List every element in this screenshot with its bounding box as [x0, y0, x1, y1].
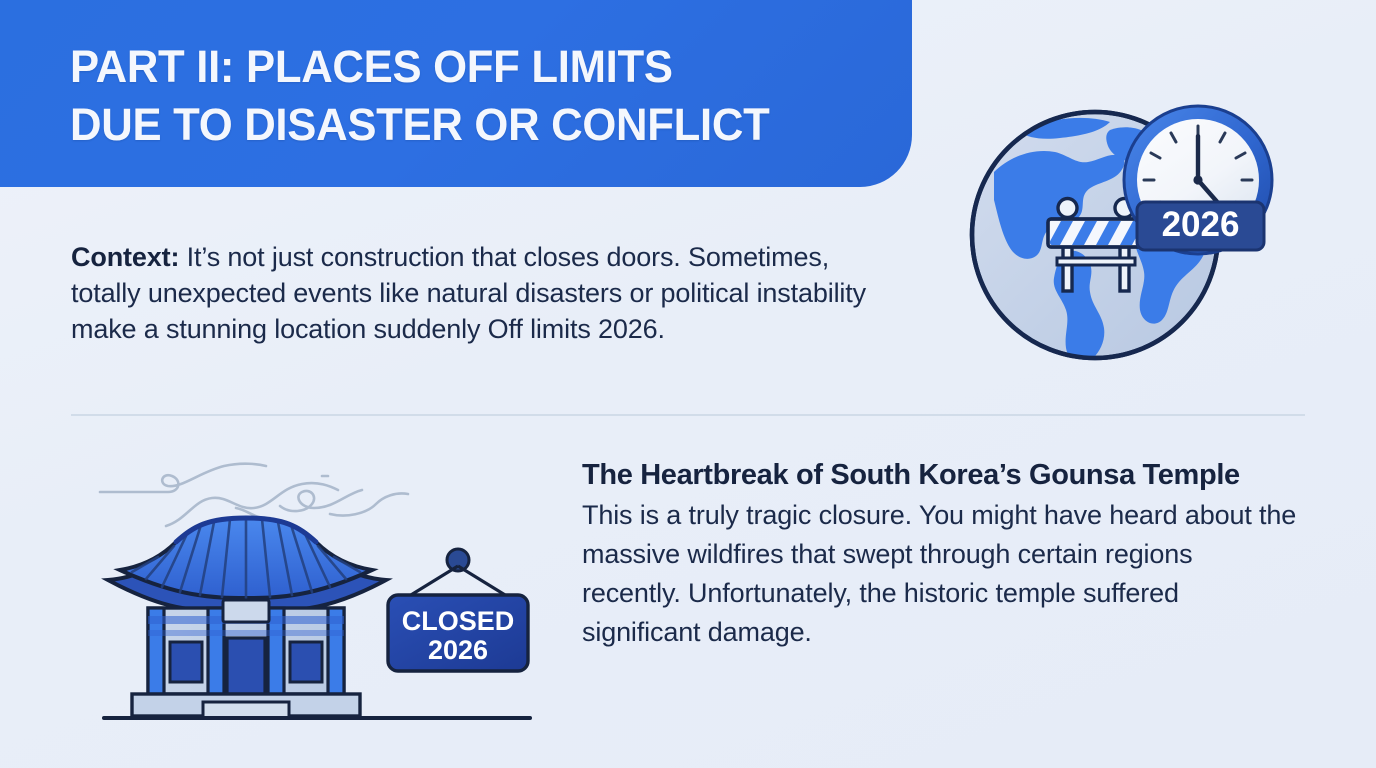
header-banner: PART II: PLACES OFF LIMITS DUE TO DISAST… — [0, 0, 912, 187]
year-badge: 2026 — [1135, 200, 1266, 252]
story-block: The Heartbreak of South Korea’s Gounsa T… — [582, 456, 1298, 652]
closed-sign-line-1: CLOSED — [402, 606, 515, 636]
context-body: It’s not just construction that closes d… — [71, 242, 866, 344]
context-label: Context: — [71, 242, 180, 272]
year-badge-label: 2026 — [1162, 205, 1240, 244]
section-divider — [71, 414, 1305, 416]
story-heading: The Heartbreak of South Korea’s Gounsa T… — [582, 459, 1240, 491]
page-title: PART II: PLACES OFF LIMITS DUE TO DISAST… — [70, 38, 887, 153]
page-title-line-2: DUE TO DISASTER OR CONFLICT — [70, 98, 770, 150]
closed-sign-line-2: 2026 — [428, 635, 488, 665]
globe-clock-illustration: 2026 — [960, 80, 1320, 370]
page-title-line-1: PART II: PLACES OFF LIMITS — [70, 41, 673, 92]
story-body: This is a truly tragic closure. You migh… — [582, 500, 1297, 647]
context-block: Context: It’s not just construction that… — [71, 240, 871, 348]
closed-sign-icon: CLOSED 2026 — [386, 547, 530, 673]
context-paragraph: Context: It’s not just construction that… — [71, 240, 871, 348]
road-barricade-icon — [1046, 196, 1146, 293]
temple-illustration: CLOSED 2026 — [90, 440, 550, 730]
korean-temple-icon — [101, 515, 532, 720]
